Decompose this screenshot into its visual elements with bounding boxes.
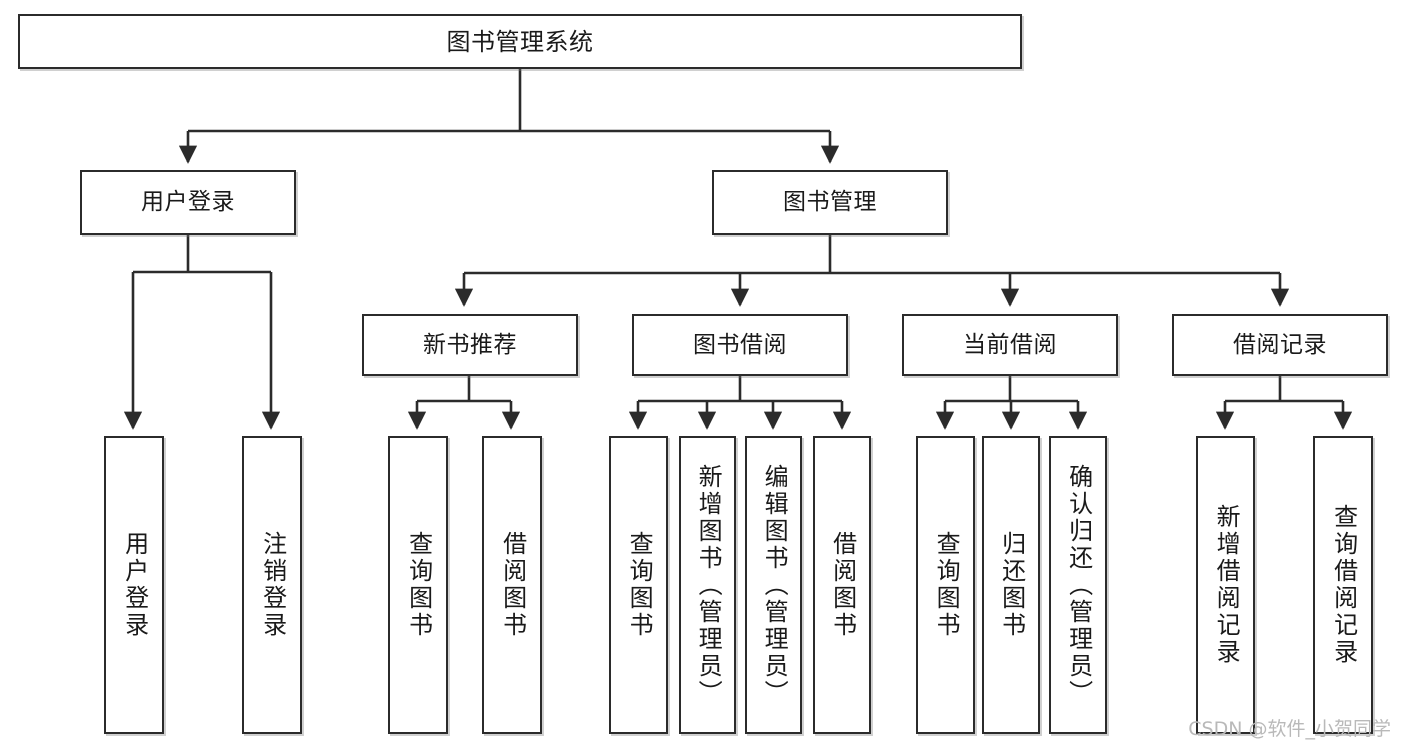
node-label: 注销登录 — [258, 531, 287, 639]
leaf-borrow-record-query[interactable]: 查询借阅记录 — [1313, 436, 1373, 734]
node-label: 查询借阅记录 — [1329, 504, 1358, 666]
leaf-book-borrow-add[interactable]: 新增图书（管理员） — [679, 436, 736, 734]
node-label: 新增借阅记录 — [1212, 504, 1241, 666]
node-book-management-system[interactable]: 图书管理系统 — [18, 14, 1022, 69]
node-label: 编辑图书（管理员） — [760, 463, 789, 707]
node-label: 确认归还（管理员） — [1064, 463, 1093, 707]
leaf-user-login-signin[interactable]: 用户登录 — [104, 436, 164, 734]
node-label: 新增图书（管理员） — [694, 463, 723, 707]
leaf-new-book-borrow[interactable]: 借阅图书 — [482, 436, 542, 734]
leaf-user-login-signout[interactable]: 注销登录 — [242, 436, 302, 734]
leaf-current-borrow-confirm-return[interactable]: 确认归还（管理员） — [1049, 436, 1107, 734]
node-book-borrow[interactable]: 图书借阅 — [632, 314, 848, 376]
node-label: 查询图书 — [625, 531, 654, 639]
node-label: 借阅图书 — [498, 531, 527, 639]
node-user-login[interactable]: 用户登录 — [80, 170, 296, 235]
node-label: 新书推荐 — [423, 331, 517, 358]
leaf-current-borrow-return[interactable]: 归还图书 — [982, 436, 1040, 734]
node-label: 图书管理系统 — [446, 27, 594, 56]
node-new-book-recommend[interactable]: 新书推荐 — [362, 314, 578, 376]
leaf-book-borrow-lend[interactable]: 借阅图书 — [813, 436, 871, 734]
leaf-new-book-query[interactable]: 查询图书 — [388, 436, 448, 734]
node-label: 借阅图书 — [828, 531, 857, 639]
leaf-book-borrow-edit[interactable]: 编辑图书（管理员） — [745, 436, 802, 734]
node-label: 用户登录 — [120, 531, 149, 639]
node-label: 查询图书 — [932, 531, 961, 639]
node-book-management[interactable]: 图书管理 — [712, 170, 948, 235]
node-borrow-record[interactable]: 借阅记录 — [1172, 314, 1388, 376]
node-label: 用户登录 — [141, 189, 235, 216]
node-label: 归还图书 — [997, 531, 1026, 639]
leaf-borrow-record-add[interactable]: 新增借阅记录 — [1196, 436, 1255, 734]
node-label: 当前借阅 — [963, 331, 1057, 358]
node-label: 图书借阅 — [693, 331, 787, 358]
node-label: 图书管理 — [783, 189, 877, 216]
node-label: 查询图书 — [404, 531, 433, 639]
node-label: 借阅记录 — [1233, 331, 1327, 358]
watermark: CSDN @软件_小贺同学 — [1188, 718, 1391, 740]
leaf-book-borrow-query[interactable]: 查询图书 — [609, 436, 668, 734]
leaf-current-borrow-query[interactable]: 查询图书 — [916, 436, 975, 734]
node-current-borrow[interactable]: 当前借阅 — [902, 314, 1118, 376]
